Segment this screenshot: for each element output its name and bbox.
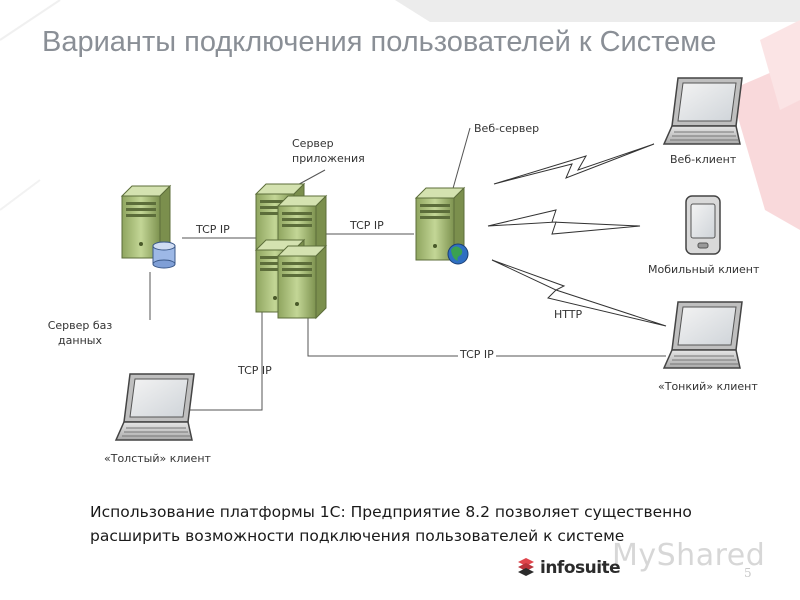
label-tcp-app-web: TCP IP: [350, 219, 384, 232]
label-tcp-app-thin: TCP IP: [458, 348, 496, 361]
label-tcp-app-thick: TCP IP: [238, 364, 272, 377]
label-thick-client: «Толстый» клиент: [104, 452, 211, 465]
web-client-laptop-icon[interactable]: [663, 77, 743, 145]
label-mobile-client: Мобильный клиент: [648, 263, 760, 276]
label-tcp-db-app: TCP IP: [196, 223, 230, 236]
thick-client-laptop-icon[interactable]: [115, 373, 195, 441]
label-web-server: Веб-сервер: [474, 122, 540, 135]
page-number: 5: [744, 566, 752, 580]
wireless-links: [487, 143, 667, 327]
label-web-client: Веб-клиент: [670, 153, 737, 166]
page-title: Варианты подключения пользователей к Сис…: [42, 26, 717, 58]
application-server-icon[interactable]: [255, 183, 327, 319]
caption-text: Использование платформы 1С: Предприятие …: [90, 503, 692, 545]
mobile-client-phone-icon[interactable]: [685, 195, 721, 255]
brand-logo: infosuite: [516, 556, 621, 580]
label-app-server: Сервер приложения: [292, 137, 365, 165]
label-db-server: Сервер баз данных: [47, 319, 113, 347]
connection-lines: [149, 127, 666, 411]
label-http: HTTP: [554, 308, 583, 321]
web-server-icon[interactable]: [415, 187, 469, 265]
watermark-text: MyShared: [612, 538, 766, 573]
brand-name: infosuite: [540, 558, 621, 578]
brand-logo-icon: [518, 558, 534, 576]
database-server-icon[interactable]: [121, 185, 176, 269]
thin-client-laptop-icon[interactable]: [663, 301, 743, 369]
label-thin-client: «Тонкий» клиент: [658, 380, 758, 393]
